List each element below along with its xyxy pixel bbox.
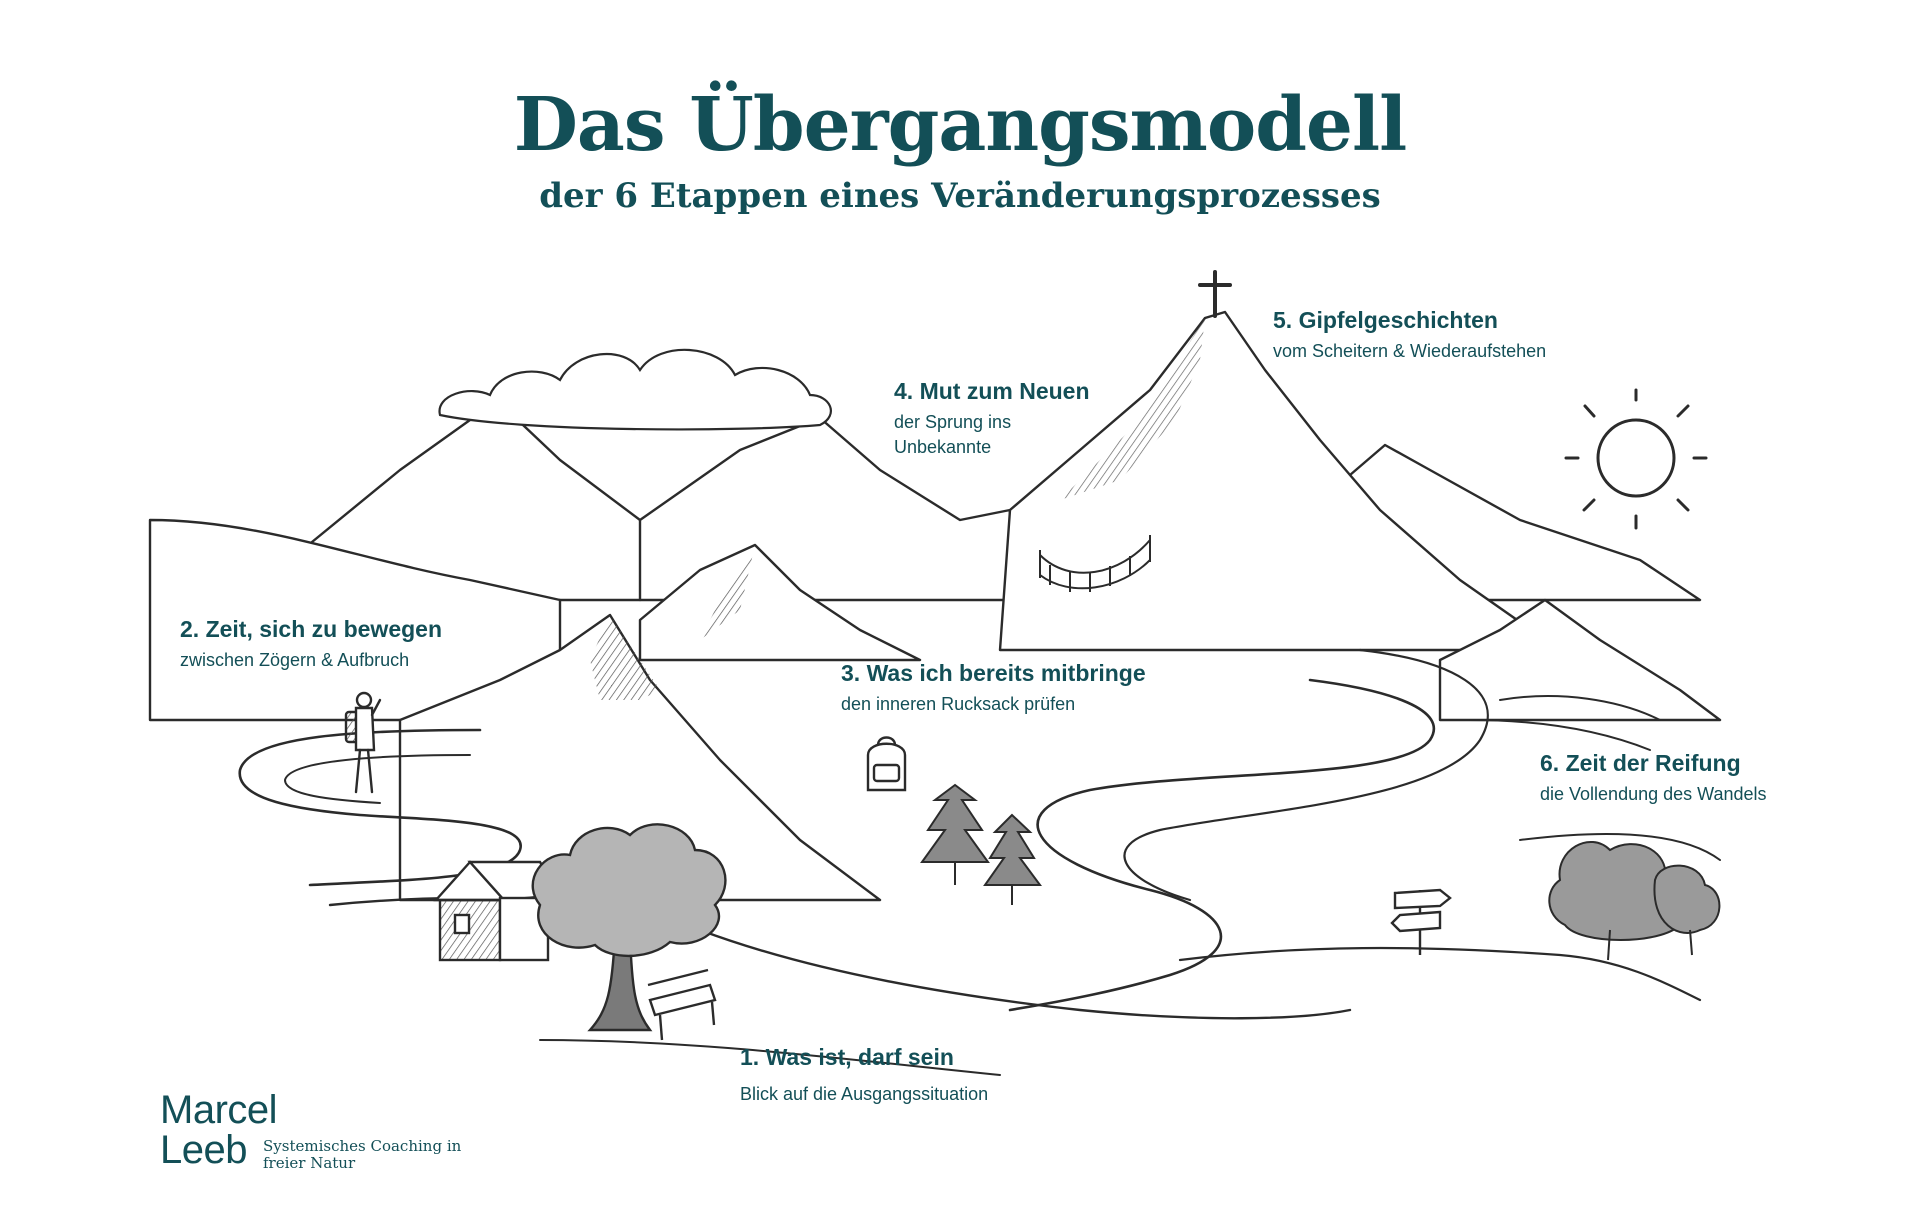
stage-2: 2. Zeit, sich zu bewegen zwischen Zögern… (180, 614, 442, 673)
stage-3-title: 3. Was ich bereits mitbringe (841, 660, 1146, 686)
tree-icon (531, 823, 727, 1032)
logo-tagline: Systemisches Coaching in freier Natur (263, 1137, 462, 1172)
stage-5-title: 5. Gipfelgeschichten (1273, 307, 1498, 333)
diagram-title: Das Übergangsmodell (513, 82, 1408, 168)
stage-6: 6. Zeit der Reifung die Vollendung des W… (1540, 748, 1767, 807)
stage-1-subtitle: Blick auf die Ausgangssituation (740, 1084, 989, 1104)
stage-1-title: 1. Was ist, darf sein (740, 1044, 954, 1070)
cloud-icon (438, 348, 832, 431)
backpack-icon (866, 736, 907, 792)
bench-icon (647, 968, 717, 1041)
logo-first-name: Marcel (160, 1088, 278, 1132)
brand-logo: Marcel Leeb Systemisches Coaching in fre… (160, 1088, 461, 1172)
stage-4-subtitle: der Sprung ins Unbekannte (894, 412, 1012, 457)
stage-3-subtitle: den inneren Rucksack prüfen (841, 694, 1076, 714)
hiker-icon (344, 691, 382, 794)
diagram-subtitle: der 6 Etappen eines Veränderungsprozesse… (539, 176, 1381, 216)
stage-2-subtitle: zwischen Zögern & Aufbruch (180, 650, 410, 670)
stage-6-title: 6. Zeit der Reifung (1540, 750, 1741, 776)
sun-icon (1564, 388, 1708, 530)
tree-icon (1548, 840, 1721, 961)
stage-5-subtitle: vom Scheitern & Wiederaufstehen (1273, 341, 1547, 361)
stage-1: 1. Was ist, darf sein Blick auf die Ausg… (740, 1042, 988, 1107)
stage-4: 4. Mut zum Neuen der Sprung ins Unbekann… (894, 376, 1090, 460)
stage-5: 5. Gipfelgeschichten vom Scheitern & Wie… (1273, 305, 1546, 364)
river (1008, 678, 1436, 1012)
hill-left (148, 518, 562, 722)
cross-icon (1198, 270, 1232, 318)
stage-2-title: 2. Zeit, sich zu bewegen (180, 616, 443, 642)
bridge-icon (1039, 535, 1151, 592)
pine-tree-icon (920, 783, 1042, 905)
stage-4-title: 4. Mut zum Neuen (894, 378, 1090, 404)
stage-3: 3. Was ich bereits mitbringe den inneren… (841, 658, 1146, 717)
logo-last-name: Leeb (160, 1128, 247, 1172)
signpost-icon (1390, 888, 1452, 955)
stage-6-subtitle: die Vollendung des Wandels (1540, 784, 1767, 804)
